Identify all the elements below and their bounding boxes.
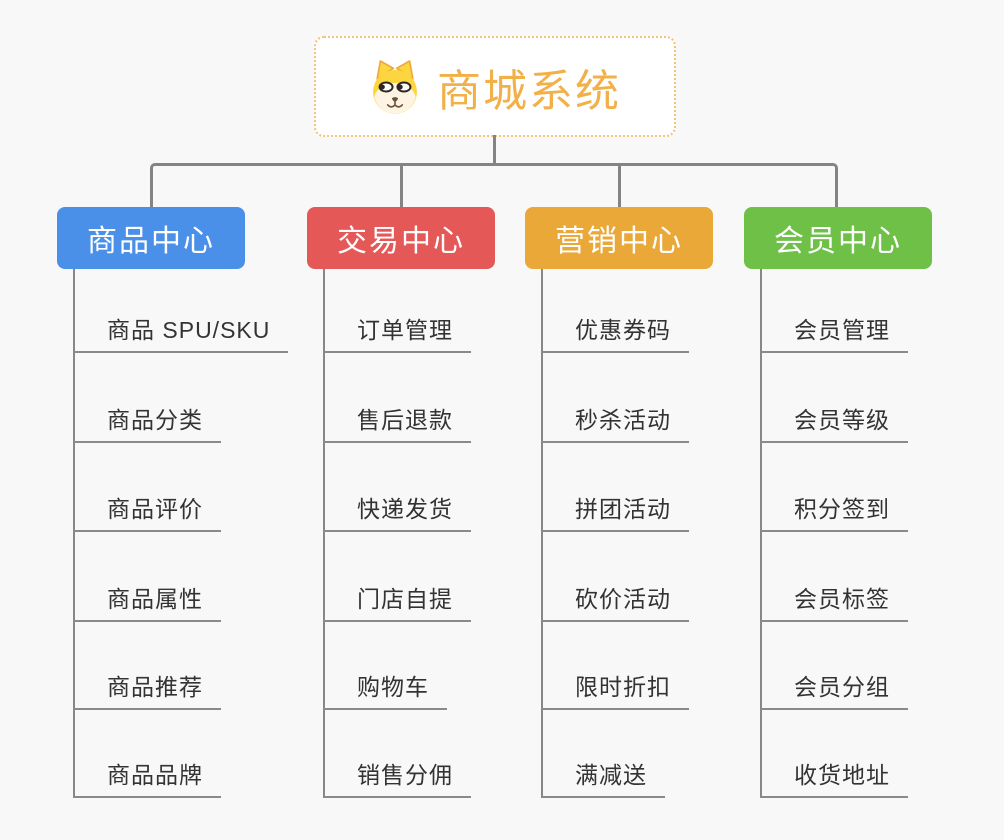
branch-node[interactable]: 营销中心 xyxy=(525,207,713,269)
sub-topic[interactable]: 商品 SPU/SKU xyxy=(73,315,289,353)
sub-topic[interactable]: 限时折扣 xyxy=(541,672,689,710)
sub-topic[interactable]: 快递发货 xyxy=(323,494,471,532)
root-node[interactable]: 商城系统 xyxy=(314,36,676,137)
sub-topic[interactable]: 订单管理 xyxy=(323,315,471,353)
sub-topic[interactable]: 会员等级 xyxy=(760,405,908,443)
branch-node[interactable]: 交易中心 xyxy=(307,207,495,269)
connector-root-stub xyxy=(493,135,496,164)
sub-topic[interactable]: 积分签到 xyxy=(760,494,908,532)
connector-drop xyxy=(618,164,621,207)
connector-bus xyxy=(150,163,838,207)
root-title: 商城系统 xyxy=(437,66,621,116)
sub-topic[interactable]: 拼团活动 xyxy=(541,494,689,532)
connector-drop xyxy=(400,164,403,207)
sub-topic[interactable]: 会员管理 xyxy=(760,315,908,353)
sub-topic[interactable]: 会员分组 xyxy=(760,672,908,710)
sub-topic[interactable]: 优惠券码 xyxy=(541,315,689,353)
sub-topic[interactable]: 购物车 xyxy=(323,672,447,710)
connector-trunk xyxy=(760,269,762,798)
branch-node[interactable]: 商品中心 xyxy=(57,207,245,269)
sub-topic[interactable]: 会员标签 xyxy=(760,584,908,622)
sub-topic[interactable]: 销售分佣 xyxy=(323,760,471,798)
sub-topic[interactable]: 收货地址 xyxy=(760,760,908,798)
sub-topic[interactable]: 满减送 xyxy=(541,760,665,798)
connector-trunk xyxy=(541,269,543,798)
connector-trunk xyxy=(323,269,325,798)
sub-topic[interactable]: 商品分类 xyxy=(73,405,221,443)
sub-topic[interactable]: 商品品牌 xyxy=(73,760,221,798)
sub-topic[interactable]: 商品推荐 xyxy=(73,672,221,710)
sub-topic[interactable]: 砍价活动 xyxy=(541,584,689,622)
sub-topic[interactable]: 商品评价 xyxy=(73,494,221,532)
sub-topic[interactable]: 秒杀活动 xyxy=(541,405,689,443)
sub-topic[interactable]: 门店自提 xyxy=(323,584,471,622)
dog-face-icon xyxy=(373,59,417,114)
sub-topic[interactable]: 商品属性 xyxy=(73,584,221,622)
sub-topic[interactable]: 售后退款 xyxy=(323,405,471,443)
branch-node[interactable]: 会员中心 xyxy=(744,207,932,269)
connector-trunk xyxy=(73,269,75,798)
